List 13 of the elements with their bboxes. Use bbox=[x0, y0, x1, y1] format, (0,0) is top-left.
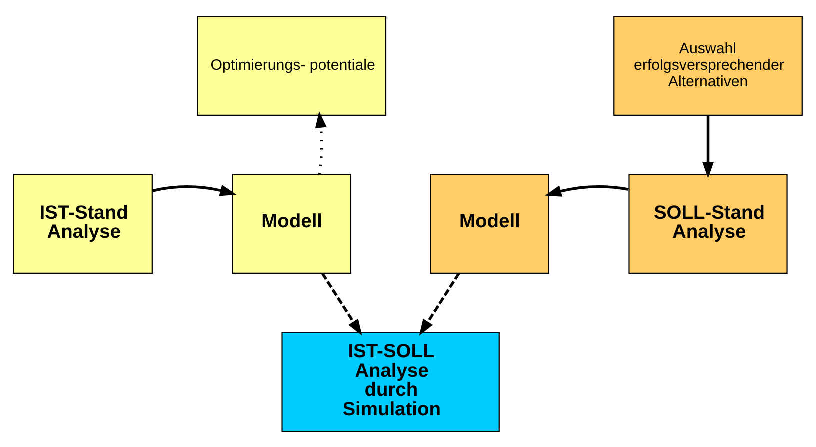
node-box: IST-Stand Analyse bbox=[13, 173, 153, 274]
node-box: IST-SOLL Analyse durch Simulation bbox=[282, 332, 500, 432]
arrow bbox=[419, 272, 460, 336]
node-box: Modell bbox=[430, 173, 550, 274]
node-box: SOLL-Stand Analyse bbox=[628, 173, 788, 274]
arrow bbox=[152, 184, 237, 196]
arrow bbox=[545, 185, 629, 196]
arrow bbox=[315, 110, 327, 174]
arrow bbox=[321, 272, 362, 336]
node-box: Auswahl erfolgsversprechender Alternativen bbox=[614, 15, 803, 116]
node-box: Optimierungs- potentiale bbox=[197, 15, 387, 116]
arrow bbox=[702, 115, 714, 178]
node-box: Modell bbox=[232, 173, 352, 274]
